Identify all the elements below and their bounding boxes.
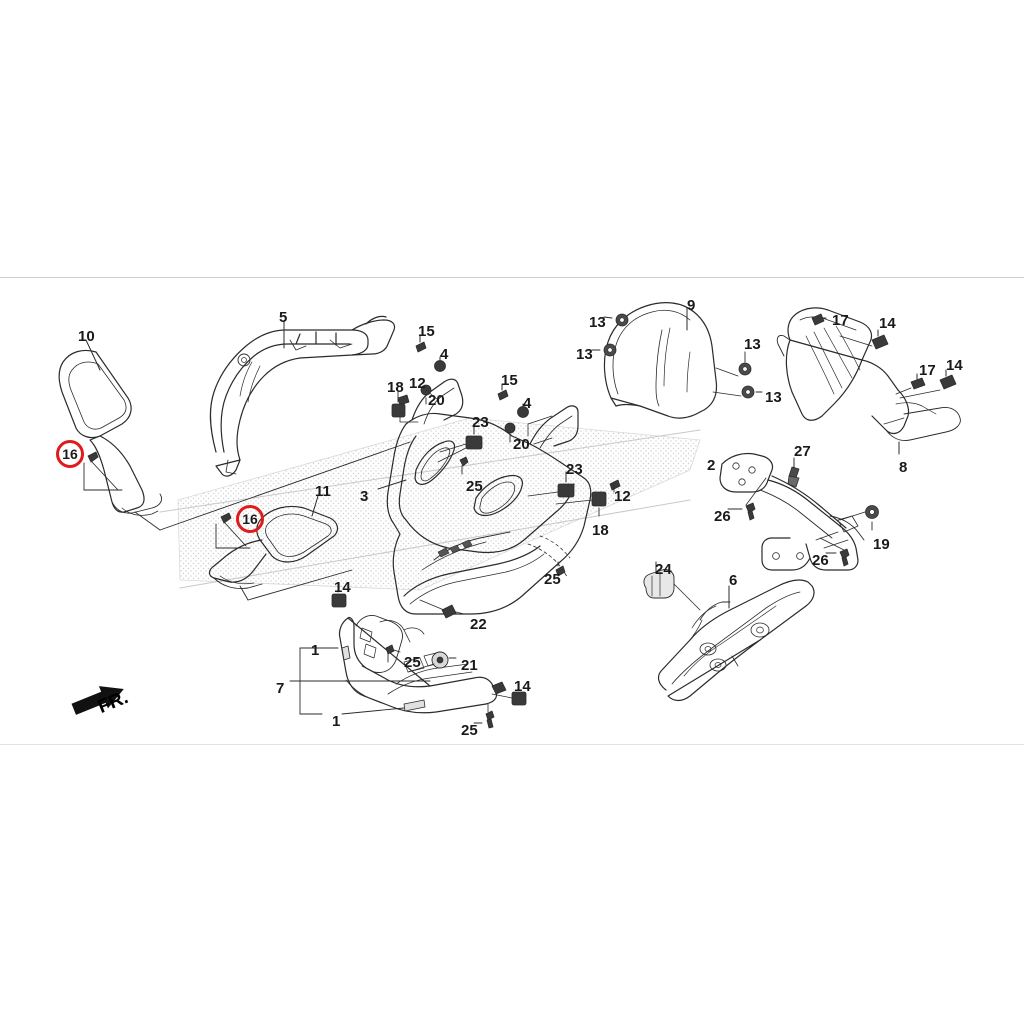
highlighted-callout-16-lower: 16 xyxy=(236,505,264,533)
callout-24: 24 xyxy=(655,561,672,578)
callout-18-left: 18 xyxy=(387,379,404,396)
callout-25-bottom: 25 xyxy=(461,722,478,739)
diagram-frame xyxy=(0,277,1024,745)
callout-1-upper: 1 xyxy=(311,642,320,659)
callout-17-a: 17 xyxy=(832,312,849,329)
callout-14-b: 14 xyxy=(946,357,963,374)
highlighted-callout-16-upper: 16 xyxy=(56,440,84,468)
callout-17-b: 17 xyxy=(919,362,936,379)
callout-7: 7 xyxy=(276,680,285,697)
callout-12-left: 12 xyxy=(409,375,426,392)
callout-2: 2 xyxy=(707,457,716,474)
callout-6: 6 xyxy=(729,572,738,589)
callout-20-right: 20 xyxy=(513,436,530,453)
callout-9: 9 xyxy=(687,297,696,314)
callout-3: 3 xyxy=(360,488,369,505)
callout-13-a: 13 xyxy=(589,314,606,331)
callout-26-a: 26 xyxy=(714,508,731,525)
callout-4-left: 4 xyxy=(440,346,449,363)
callout-13-b: 13 xyxy=(576,346,593,363)
callout-14-a: 14 xyxy=(879,315,896,332)
callout-14-lower-left: 14 xyxy=(334,579,351,596)
callout-12-right: 12 xyxy=(614,488,631,505)
callout-20-left: 20 xyxy=(428,392,445,409)
callout-22: 22 xyxy=(470,616,487,633)
callout-21: 21 xyxy=(461,657,478,674)
callout-26-b: 26 xyxy=(812,552,829,569)
callout-5: 5 xyxy=(279,309,288,326)
callout-15-left: 15 xyxy=(418,323,435,340)
callout-13-c: 13 xyxy=(744,336,761,353)
callout-18-right: 18 xyxy=(592,522,609,539)
callout-25-part7: 25 xyxy=(404,654,421,671)
callout-10: 10 xyxy=(78,328,95,345)
callout-25-mid: 25 xyxy=(544,571,561,588)
callout-19: 19 xyxy=(873,536,890,553)
callout-27: 27 xyxy=(794,443,811,460)
callout-23-right: 23 xyxy=(566,461,583,478)
callout-1-lower: 1 xyxy=(332,713,341,730)
callout-14-part7: 14 xyxy=(514,678,531,695)
callout-25-left: 25 xyxy=(466,478,483,495)
callout-4-right: 4 xyxy=(523,395,532,412)
callout-15-right: 15 xyxy=(501,372,518,389)
callout-8: 8 xyxy=(899,459,908,476)
callout-13-d: 13 xyxy=(765,389,782,406)
callout-11: 11 xyxy=(315,483,331,500)
callout-23-left: 23 xyxy=(472,414,489,431)
